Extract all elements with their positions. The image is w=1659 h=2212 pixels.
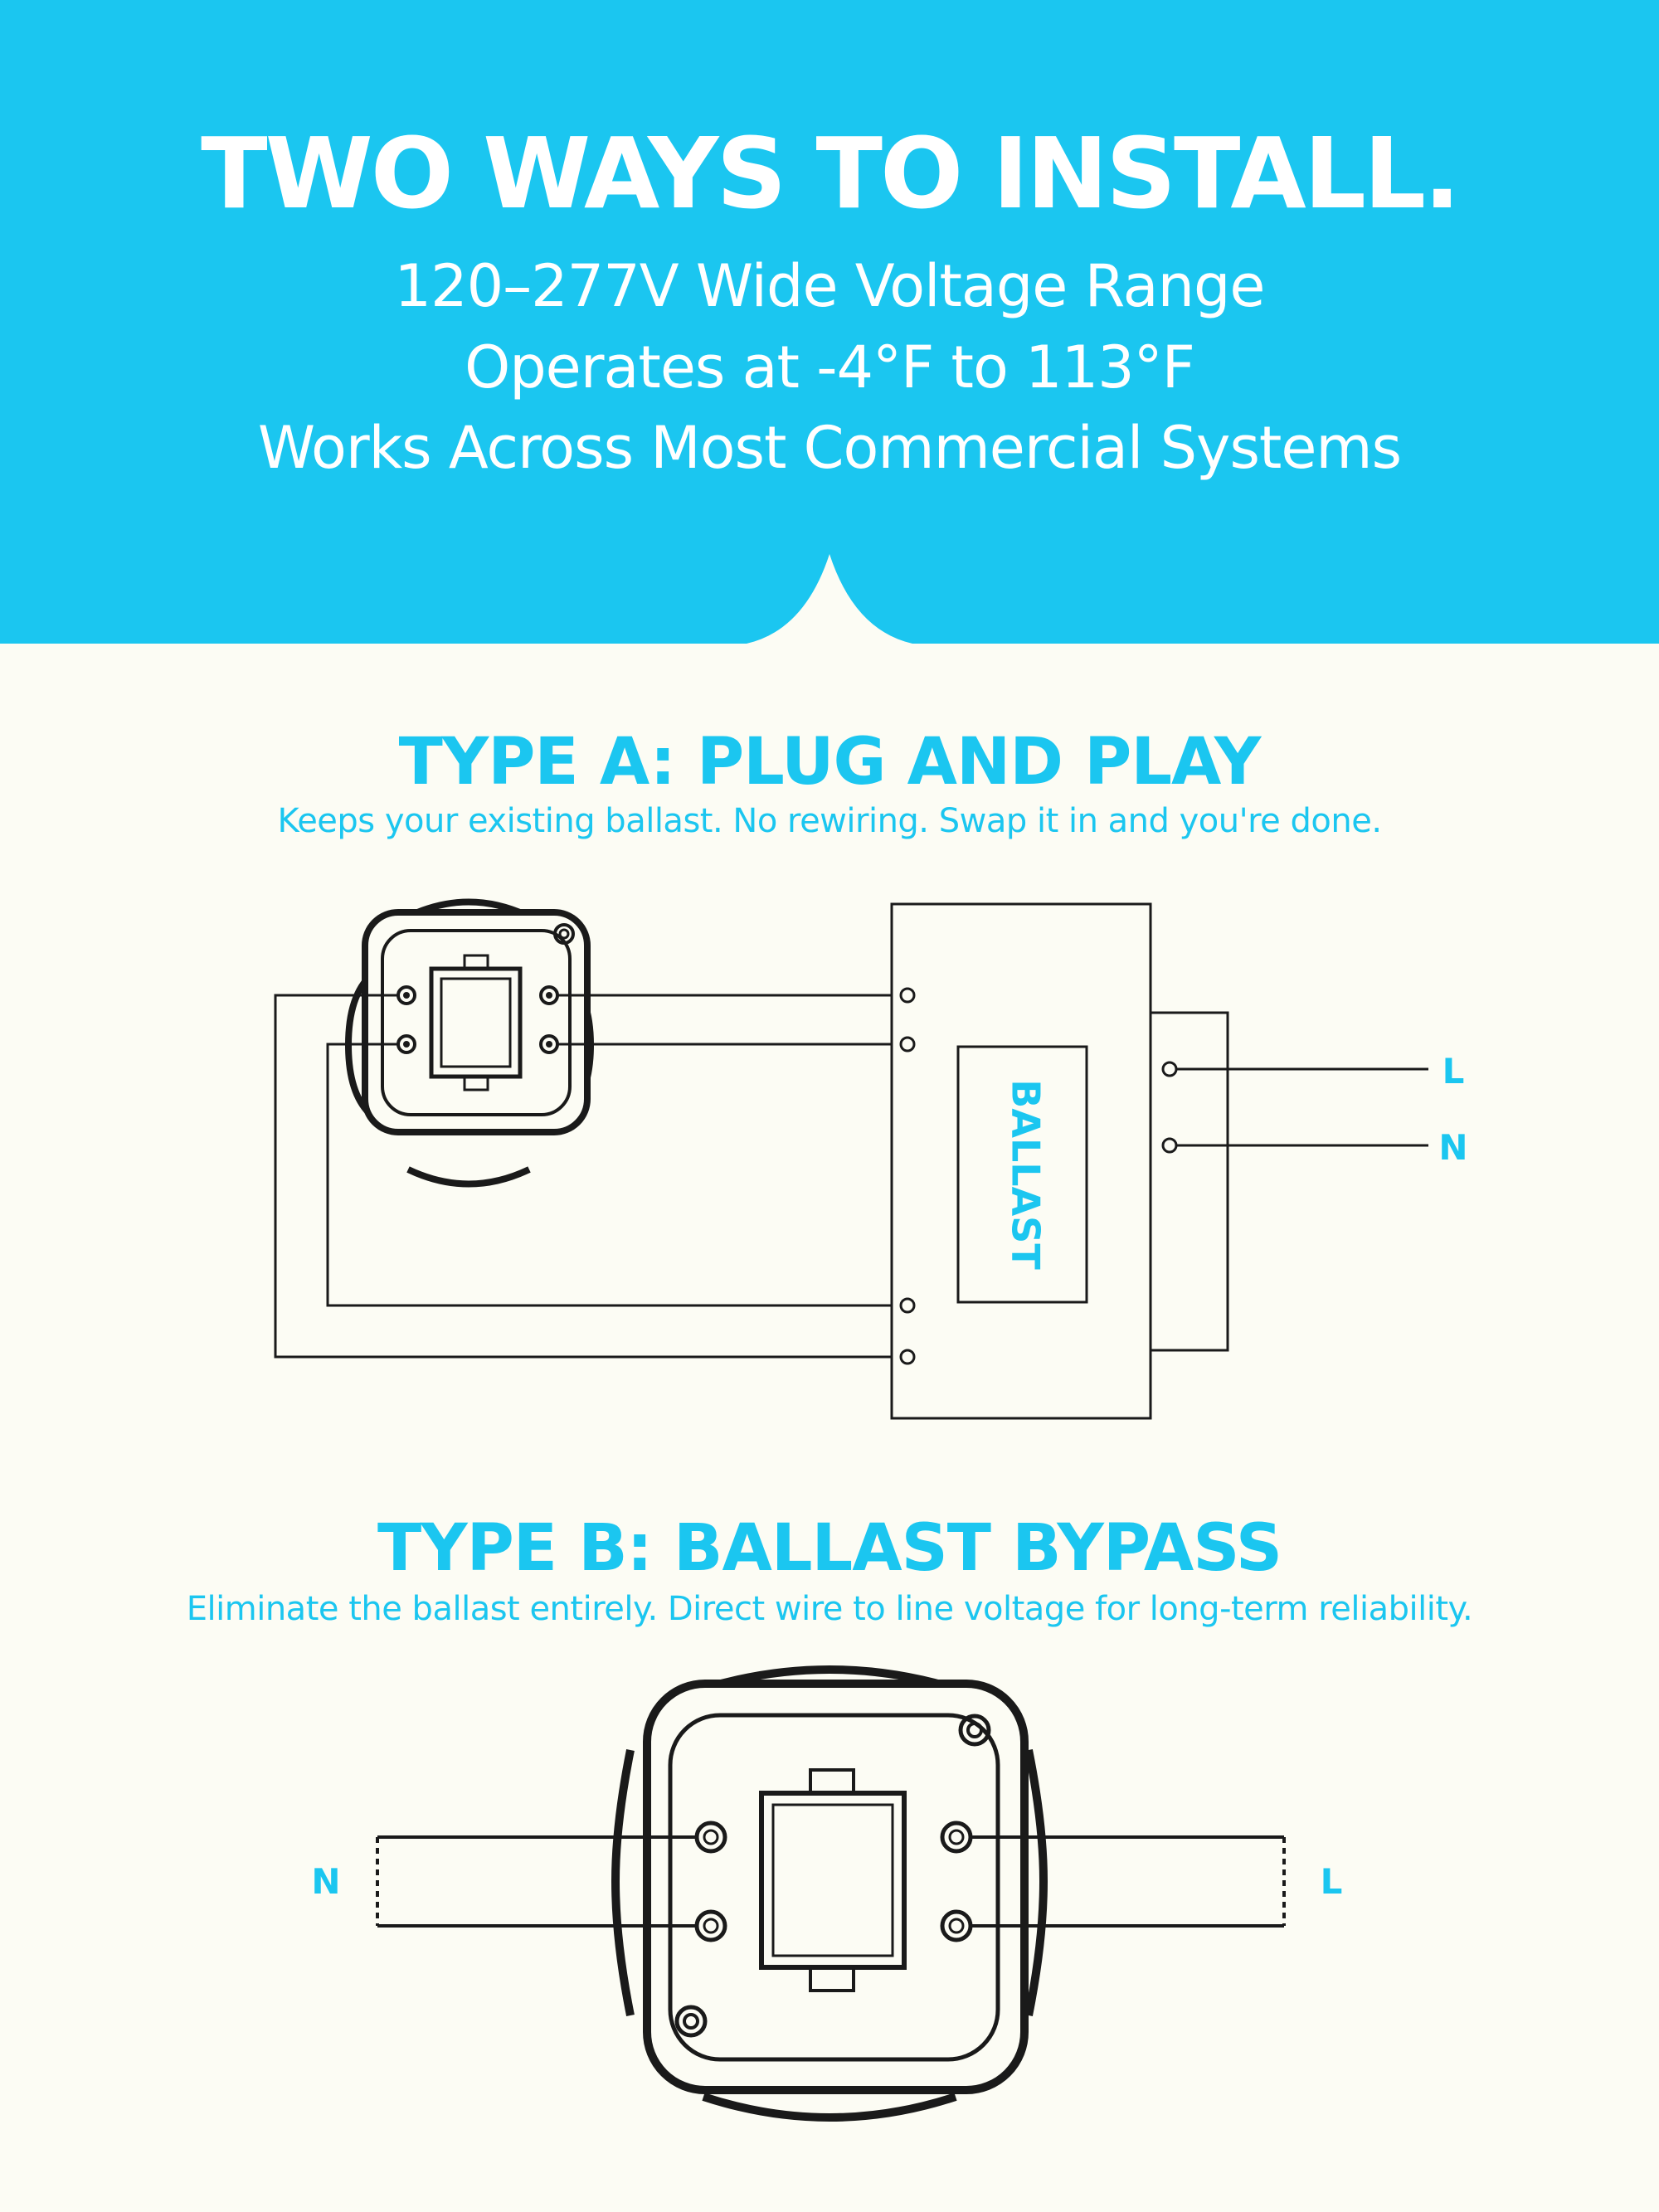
neutral-label: N — [311, 1861, 340, 1902]
line-label: L — [1321, 1861, 1343, 1902]
type-a-wiring-diagram: BALLAST L N — [0, 879, 1659, 1443]
lamp-socket-a — [344, 898, 595, 1188]
lamp-socket-b — [611, 1665, 1048, 2122]
wires-b — [377, 1835, 1284, 1928]
spec-temperature: Operates at -4°F to 113°F — [465, 333, 1195, 401]
type-b-description: Eliminate the ballast entirely. Direct w… — [186, 1590, 1473, 1628]
ballast-box — [890, 902, 1229, 1420]
neutral-label: N — [1438, 1127, 1467, 1168]
line-label: L — [1443, 1051, 1465, 1091]
ballast-label: BALLAST — [1004, 1079, 1048, 1270]
type-a-title: TYPE A: PLUG AND PLAY — [398, 725, 1262, 800]
type-b-title: TYPE B: BALLAST BYPASS — [377, 1511, 1282, 1586]
terminal-icon — [899, 987, 1178, 1365]
wires-a — [274, 994, 1428, 1359]
wire-end-caps — [376, 1837, 1286, 1926]
header-background — [0, 0, 1659, 644]
pin-connections — [630, 1835, 1029, 1928]
page-title: TWO WAYS TO INSTALL. — [201, 116, 1461, 231]
type-a-description: Keeps your existing ballast. No rewiring… — [277, 802, 1382, 840]
type-b-wiring-diagram: N L — [0, 1659, 1659, 2212]
spec-voltage: 120–277V Wide Voltage Range — [394, 252, 1266, 320]
header-banner — [0, 0, 1659, 705]
spec-compatibility: Works Across Most Commercial Systems — [257, 414, 1402, 482]
